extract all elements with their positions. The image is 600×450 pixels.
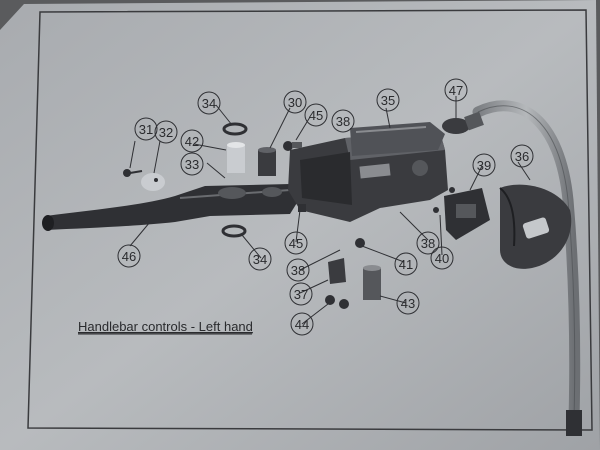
callout-36: 36 (515, 149, 529, 164)
callout-38-top: 38 (336, 114, 350, 129)
callout-31: 31 (139, 122, 153, 137)
part-45-top-screw (283, 141, 302, 151)
part-34-top-ring (222, 122, 248, 136)
part-43-pin (363, 265, 381, 300)
part-42-sleeve (227, 142, 245, 173)
callout-39: 39 (477, 158, 491, 173)
callout-30: 30 (288, 95, 302, 110)
part-30-bushing (258, 147, 276, 176)
callout-markers (117, 78, 534, 336)
diagram-caption: Handlebar controls - Left hand (78, 319, 253, 334)
callout-45-bottom: 45 (289, 236, 303, 251)
part-45-lower-screw (298, 204, 306, 212)
callout-38-left: 38 (291, 263, 305, 278)
diagram-frame (27, 9, 593, 431)
callout-40: 40 (435, 251, 449, 266)
callout-46: 46 (122, 249, 136, 264)
part-40-screws (433, 187, 455, 213)
callout-35: 35 (381, 93, 395, 108)
callout-34-top: 34 (202, 96, 216, 111)
part-39-switch-block (444, 188, 490, 240)
callout-47: 47 (449, 83, 463, 98)
part-36-end-cap (499, 184, 572, 269)
part-44-screws (325, 295, 349, 309)
callout-33: 33 (185, 157, 199, 172)
part-35-housing-cover (350, 122, 445, 156)
callout-34-bottom: 34 (253, 252, 267, 267)
leader-lines (129, 96, 531, 325)
callout-37: 37 (294, 287, 308, 302)
callout-44: 44 (295, 317, 309, 332)
callout-45-top: 45 (309, 108, 323, 123)
cable-end-fitting (566, 410, 582, 436)
part-31-screw (123, 169, 143, 177)
part-32-cap (141, 173, 165, 191)
part-46-handlebar-grip (42, 184, 300, 231)
callout-41: 41 (399, 257, 413, 272)
part-37-clamp (328, 258, 346, 284)
part-47-cable-fitting (442, 111, 484, 134)
callout-numbers: 30 31 32 33 34 34 35 36 37 38 38 38 39 4… (122, 83, 529, 332)
part-41-nut (355, 238, 365, 248)
part-34-bottom-ring (221, 224, 247, 238)
callout-38-right: 38 (421, 236, 435, 251)
callout-32: 32 (159, 125, 173, 140)
callout-42: 42 (185, 134, 199, 149)
callout-43: 43 (401, 296, 415, 311)
